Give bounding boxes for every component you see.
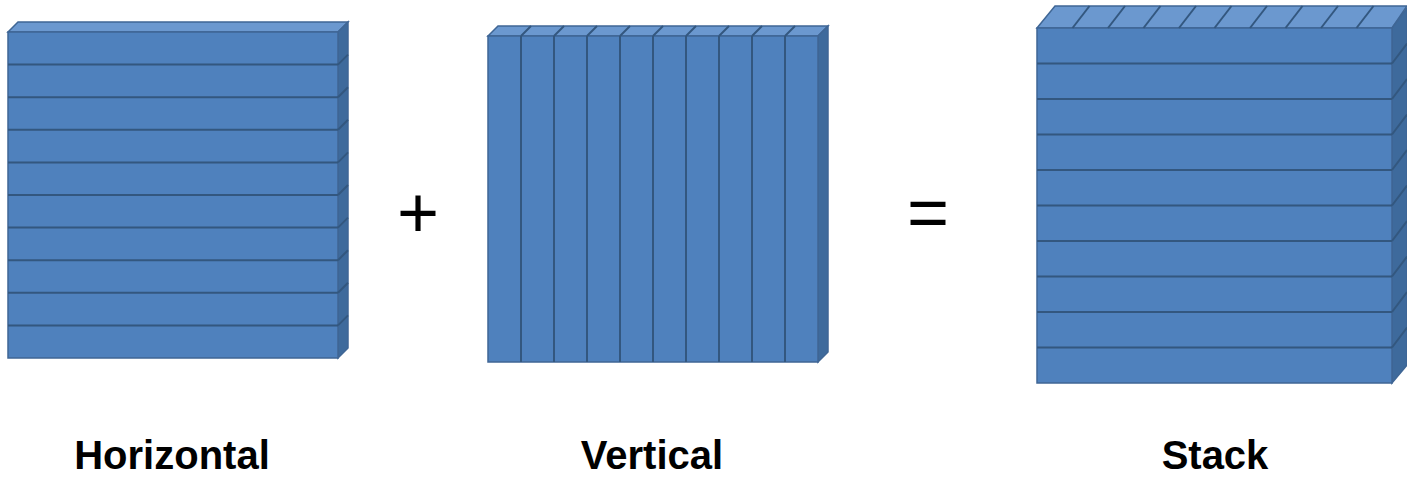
stripe-line xyxy=(338,283,348,293)
stripe-line xyxy=(8,129,338,131)
stripe-line xyxy=(1108,6,1125,28)
stripe-line xyxy=(1215,6,1232,28)
stripe-line xyxy=(338,87,348,97)
stripe-line xyxy=(587,26,597,36)
stripe-line xyxy=(1357,6,1374,28)
stripe-line xyxy=(1037,347,1392,349)
stripe-line xyxy=(653,26,663,36)
stripe-line xyxy=(8,292,338,294)
stripe-line xyxy=(1321,6,1338,28)
stack-block xyxy=(1037,6,1407,383)
stripe-line xyxy=(1392,150,1407,170)
stripe-line xyxy=(553,36,555,362)
stripe-line xyxy=(1392,186,1407,206)
stripe-line xyxy=(1392,221,1407,241)
stripe-line xyxy=(8,227,338,229)
stripe-line xyxy=(8,259,338,261)
stripe-line xyxy=(784,36,786,362)
stripe-line xyxy=(1392,292,1407,312)
stripe-line xyxy=(8,161,338,163)
stripe-line xyxy=(686,26,696,36)
stripe-line xyxy=(619,36,621,362)
vertical-block xyxy=(488,26,828,362)
stripe-line xyxy=(8,96,338,98)
block-caption: Stack xyxy=(1162,433,1269,477)
stripe-line xyxy=(1037,98,1392,100)
block-caption: Horizontal xyxy=(74,433,270,477)
stripe-line xyxy=(338,152,348,162)
stripe-line xyxy=(1037,205,1392,207)
stripe-line xyxy=(1392,328,1407,348)
stripe-line xyxy=(1037,311,1392,313)
stripe-line xyxy=(521,26,531,36)
stripe-line xyxy=(751,36,753,362)
stripe-line xyxy=(338,120,348,130)
stripe-line xyxy=(338,185,348,195)
stripe-line xyxy=(8,194,338,196)
stripe-line xyxy=(554,26,564,36)
stripe-line xyxy=(1037,240,1392,242)
stripe-line xyxy=(586,36,588,362)
stripe-line xyxy=(719,26,729,36)
stripe-line xyxy=(718,36,720,362)
stripe-line xyxy=(338,218,348,228)
stripe-line xyxy=(620,26,630,36)
stripe-line xyxy=(1392,44,1407,64)
block-caption: Vertical xyxy=(581,433,723,477)
stripe-line xyxy=(1037,169,1392,171)
stripe-line xyxy=(8,64,338,66)
stripe-line xyxy=(1073,6,1090,28)
stripe-line xyxy=(1286,6,1303,28)
stripe-line xyxy=(338,55,348,65)
stripe-line xyxy=(752,26,762,36)
plus-sign: + xyxy=(397,176,439,248)
stripe-line xyxy=(1392,257,1407,277)
equals-sign: = xyxy=(907,176,949,248)
stripe-line xyxy=(1144,6,1161,28)
stripe-line xyxy=(652,36,654,362)
stripe-line xyxy=(1179,6,1196,28)
stripe-line xyxy=(8,324,338,326)
stripe-line xyxy=(1037,63,1392,65)
stripe-line xyxy=(338,250,348,260)
stripe-line xyxy=(1392,115,1407,135)
stripe-lines xyxy=(8,6,1407,362)
stripe-line xyxy=(1250,6,1267,28)
stripe-line xyxy=(785,26,795,36)
stripe-line xyxy=(1392,79,1407,99)
stripe-line xyxy=(338,315,348,325)
stripe-line xyxy=(520,36,522,362)
horizontal-block xyxy=(8,22,348,358)
stripe-line xyxy=(685,36,687,362)
stripe-line xyxy=(1037,276,1392,278)
stripe-line xyxy=(1037,134,1392,136)
